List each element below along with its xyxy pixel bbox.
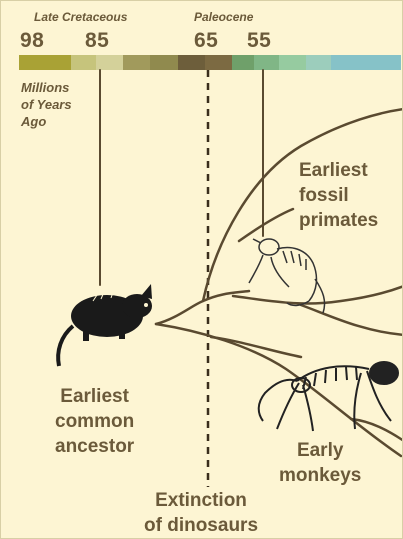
branch-fossil-lower [233, 286, 403, 304]
extinction-label-line: of dinosaurs [144, 513, 258, 538]
monkey-skeleton-icon [259, 362, 398, 431]
ancestor-label-line: Earliest [55, 384, 134, 409]
ancestor-animal-icon [58, 284, 152, 366]
fossil-label-line: fossil [299, 183, 378, 208]
early-monkeys-label: Early monkeys [279, 438, 361, 488]
branch-fossil-twig [301, 305, 403, 335]
fossil-label-line: Earliest [299, 158, 378, 183]
extinction-label-line: Extinction [144, 488, 258, 513]
branch-upper-twig [239, 209, 293, 241]
monkeys-label-line: Early [279, 438, 361, 463]
fossil-primates-label: Earliest fossil primates [299, 158, 378, 233]
monkeys-label-line: monkeys [279, 463, 361, 488]
ancestor-label-line: ancestor [55, 434, 134, 459]
branch-to-monkeys [156, 324, 401, 456]
ancestor-label: Earliest common ancestor [55, 384, 134, 459]
fossil-label-line: primates [299, 208, 378, 233]
extinction-label: Extinction of dinosaurs [144, 488, 258, 538]
ancestor-label-line: common [55, 409, 134, 434]
